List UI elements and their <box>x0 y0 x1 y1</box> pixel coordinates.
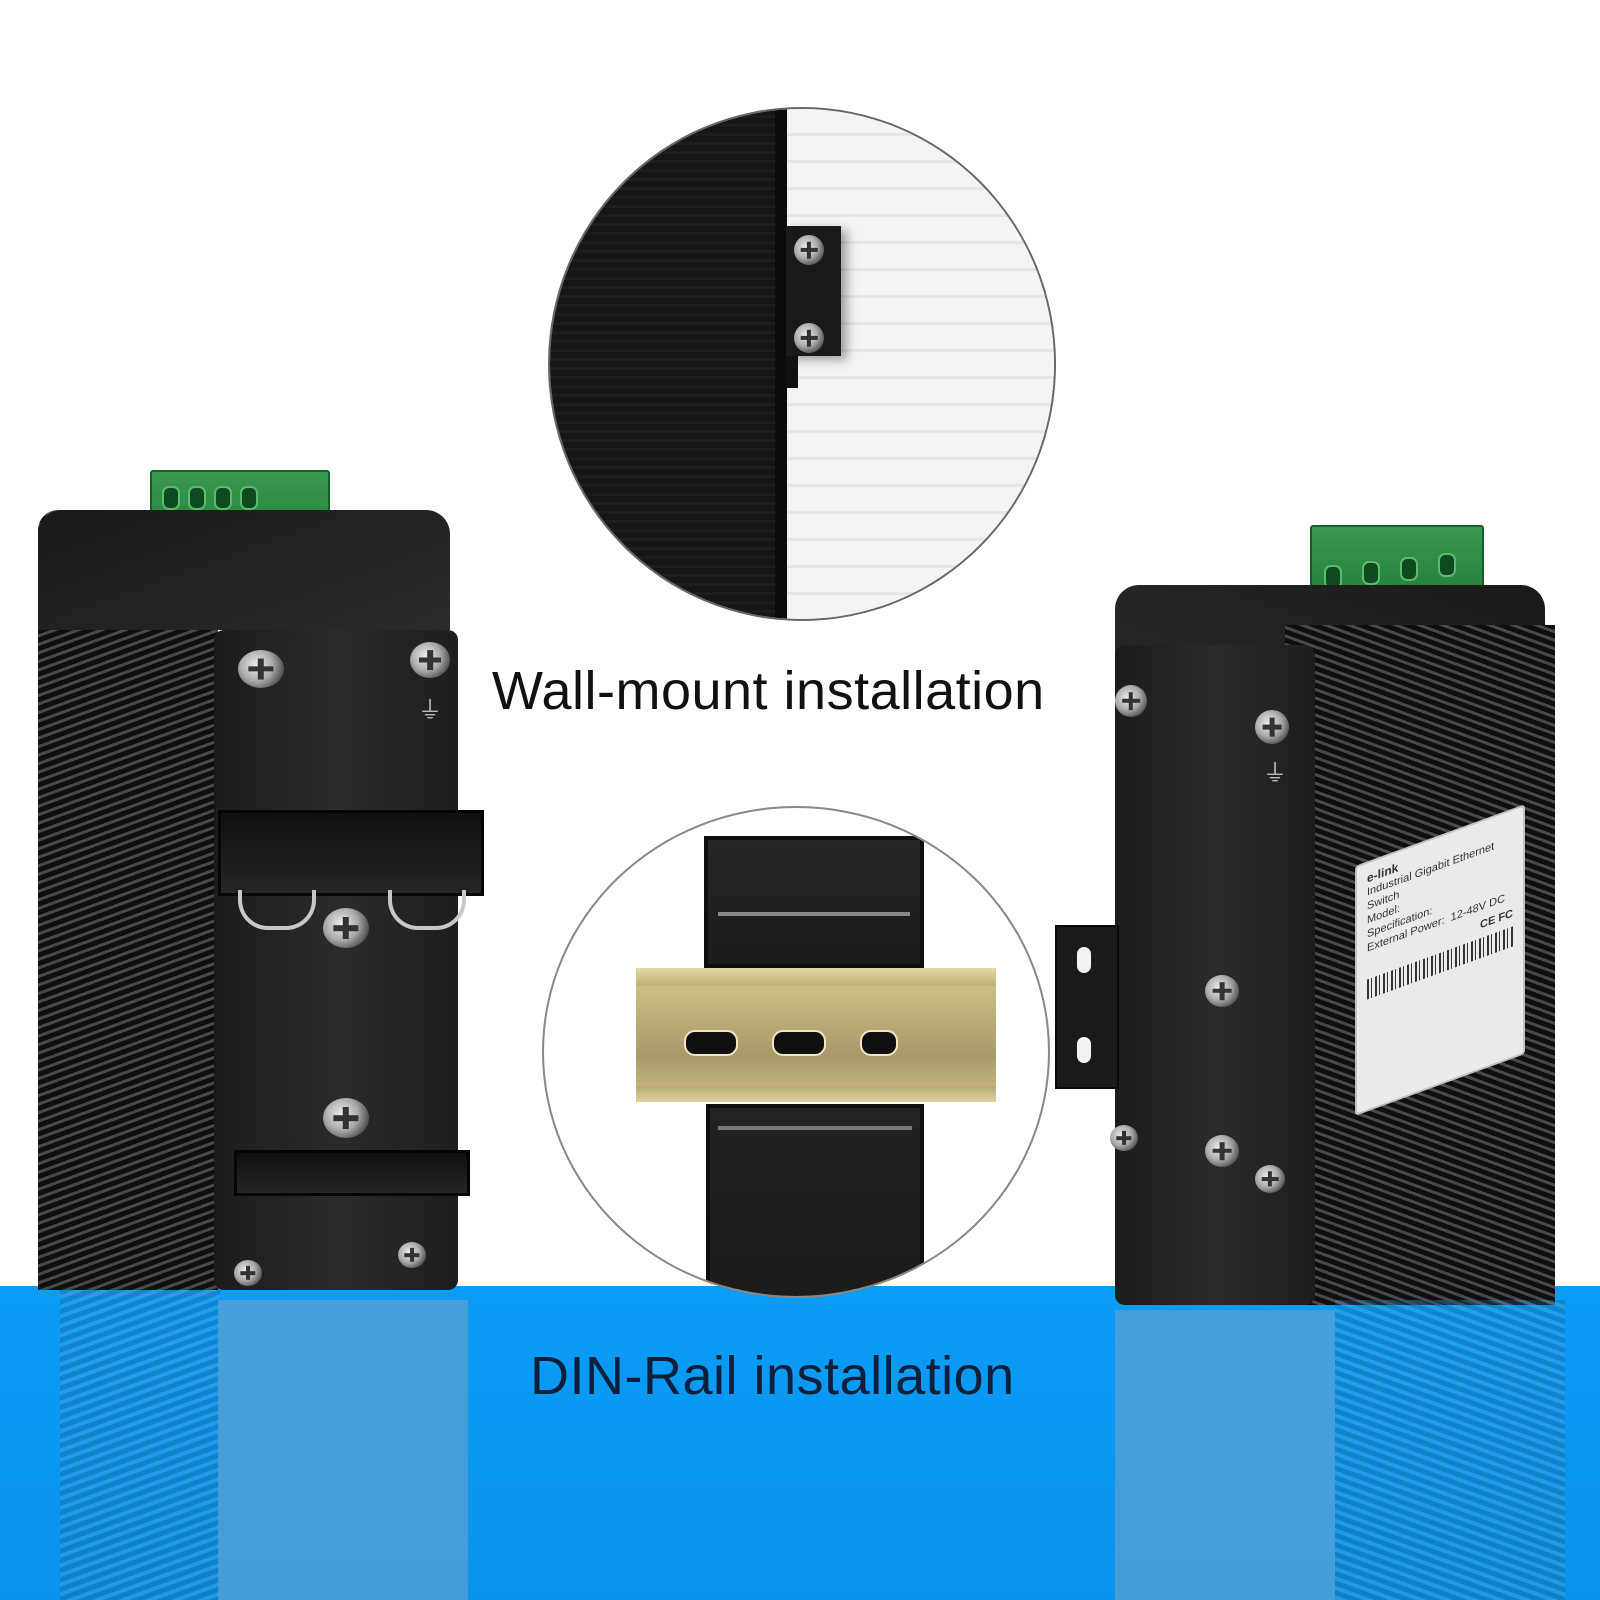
device-body-bottom <box>706 1104 924 1296</box>
device-top <box>38 510 450 630</box>
clip-spring <box>238 890 316 930</box>
rail-clip-top <box>704 836 924 968</box>
rail-slot <box>860 1030 898 1056</box>
wall-mount-detail-inset <box>548 107 1056 621</box>
screw-icon <box>238 650 284 688</box>
bracket-tab <box>786 356 798 388</box>
left-device-reflection <box>218 1300 468 1600</box>
screw-icon <box>1205 975 1239 1007</box>
din-rail-lip <box>636 1086 996 1102</box>
device-edge <box>775 109 787 619</box>
screw-icon <box>323 1098 369 1138</box>
device-rear-face <box>1115 645 1315 1305</box>
din-rail-detail-inset <box>542 806 1050 1298</box>
right-device-reflection <box>1115 1310 1335 1600</box>
wall-surface <box>787 109 1054 619</box>
screw-icon <box>1205 1135 1239 1167</box>
clip-spring <box>388 890 466 930</box>
wall-mount-caption: Wall-mount installation <box>492 661 1045 721</box>
din-rail-clip <box>218 810 484 896</box>
left-switch-din-rail-view: ⏚ <box>38 470 484 1290</box>
screw-icon <box>323 908 369 948</box>
right-device-reflection <box>1335 1300 1565 1600</box>
din-rail-caption: DIN-Rail installation <box>530 1346 1015 1406</box>
screw-icon <box>794 323 824 353</box>
screw-icon <box>398 1242 426 1268</box>
right-switch-wall-mount-view: ⏚ e-link Industrial Gigabit Ethernet Swi… <box>1055 515 1555 1305</box>
heat-sink-fins <box>38 510 218 1290</box>
din-rail-lip <box>636 968 996 986</box>
rail-slot <box>772 1030 826 1056</box>
ground-icon: ⏚ <box>418 697 442 724</box>
screw-icon <box>1110 1125 1138 1151</box>
din-rail-clip-lower <box>234 1150 470 1196</box>
screw-icon <box>794 235 824 265</box>
screw-icon <box>234 1260 262 1286</box>
ground-icon: ⏚ <box>1263 760 1287 787</box>
left-device-reflection <box>60 1290 220 1600</box>
device-side-fins <box>550 109 783 619</box>
screw-icon <box>1255 1165 1285 1193</box>
screw-icon <box>1255 710 1289 744</box>
screw-icon <box>1115 685 1147 717</box>
wall-mount-bracket <box>1055 925 1119 1089</box>
screw-icon <box>410 642 450 678</box>
rail-slot <box>684 1030 738 1056</box>
